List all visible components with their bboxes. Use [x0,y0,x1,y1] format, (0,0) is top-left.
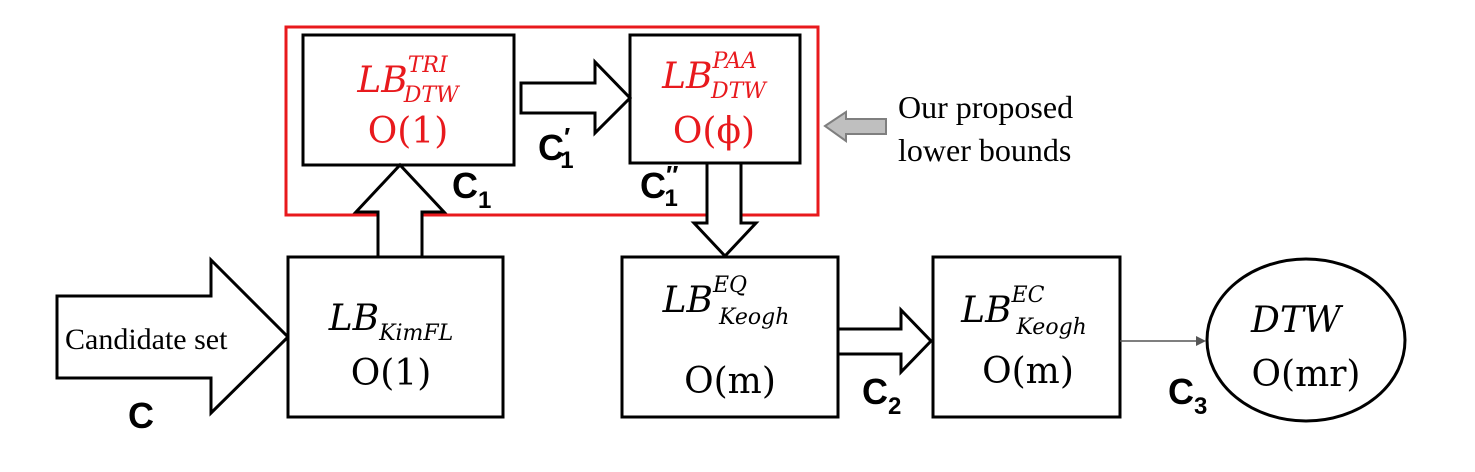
node-dtw-cost: O(mr) [1252,354,1361,395]
edge-label-c: C [128,395,154,436]
node-lb-eq-cost: O(m) [684,361,776,402]
proposed-bounds-group [284,25,820,217]
arrow-ec-to-dtw [1120,336,1206,346]
node-lb-ec-cost: O(m) [982,351,1074,392]
callout-line2: lower bounds [898,132,1071,168]
edge-label-c3: C3 [1168,371,1207,420]
node-lb-tri-cost: O(1) [368,111,449,152]
left-arrow-icon [823,110,887,143]
callout-line1: Our proposed [898,89,1073,125]
svg-text:C2: C2 [862,371,901,420]
edge-label-c1-prime: C′1 [538,122,574,174]
node-dtw: DTW O(mr) [1205,257,1407,423]
input-arrow [55,256,291,417]
node-dtw-name: DTW [1250,300,1344,341]
arrow-tri-to-paa [519,58,633,137]
arrow-eq-to-ec [836,306,934,376]
edge-label-c2: C2 [862,371,901,420]
svg-text:C′1: C′1 [538,122,574,174]
svg-text:C3: C3 [1168,371,1207,420]
svg-text:C1: C1 [452,165,491,214]
svg-text:LBKimFL: LBKimFL [328,298,454,346]
edge-label-c1-double-prime: C″1 [640,160,678,212]
node-lb-paa-cost: O(ϕ) [673,111,755,152]
node-lb-kimfl: LBKimFL O(1) [286,255,505,419]
svg-text:C: C [128,395,154,436]
arrow-paa-to-eq [690,161,760,259]
edge-label-c1: C1 [452,165,491,214]
input-arrow-label: Candidate set [65,323,228,356]
svg-text:C″1: C″1 [640,160,678,212]
arrow-kimfl-to-tri [352,162,448,259]
node-lb-kimfl-cost: O(1) [351,353,432,394]
